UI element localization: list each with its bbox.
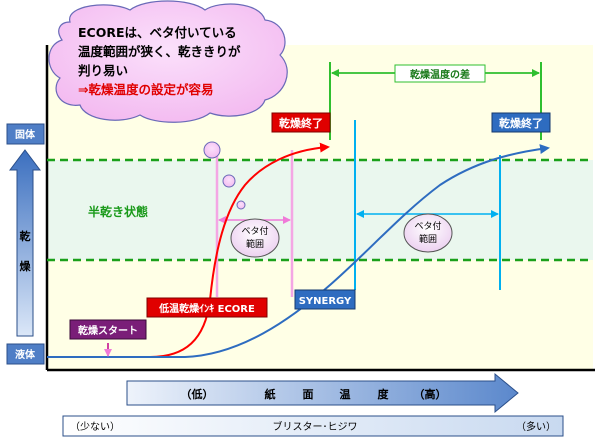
- drying-end-blue-box: [491, 112, 551, 133]
- drying-end-blue-label: 乾燥終了: [499, 116, 543, 130]
- ecore-label-box: [146, 297, 268, 318]
- semi-dry-band: [47, 160, 593, 260]
- bubble-dot-3: [236, 200, 246, 210]
- blister-scale-bar: [62, 415, 564, 437]
- bubble-dot-1: [203, 141, 221, 159]
- synergy-label: SYNERGY: [299, 296, 352, 307]
- sticky-range-left-line2: 範囲: [246, 238, 264, 250]
- thought-bubble: ECOREは、ベタ付いている 温度範囲が狭く、乾ききりが 判り易い ⇒乾燥温度の…: [48, 0, 288, 210]
- blister-less-label: （少ない）: [70, 421, 120, 433]
- temp-high-label: （高）: [414, 387, 447, 401]
- dryness-label-2: 燥: [20, 259, 32, 273]
- drying-start-box: [69, 319, 147, 340]
- temp-char-1: 紙: [265, 387, 276, 401]
- sticky-range-right-line2: 範囲: [419, 233, 437, 245]
- blister-center-label: ブリスター･ヒジワ: [273, 420, 358, 433]
- synergy-label-box: [294, 289, 356, 310]
- bubble-line-2: 温度範囲が狭く、乾ききりが: [78, 44, 241, 59]
- temp-low-label: （低）: [181, 387, 214, 401]
- drying-end-red-label: 乾燥終了: [279, 116, 323, 130]
- paper-temperature-arrow: [126, 372, 519, 414]
- blister-more-label: （多い）: [516, 420, 556, 433]
- liquid-label-box: [6, 343, 45, 365]
- sticky-range-right-line1: ベタ付: [414, 221, 441, 232]
- bubble-dot-2: [222, 174, 236, 188]
- semi-dry-label: 半乾き状態: [88, 204, 148, 219]
- sticky-range-left-oval: [230, 218, 280, 258]
- dryness-arrow: [9, 149, 41, 337]
- temp-diff-box: [394, 64, 486, 83]
- bubble-line-4: ⇒乾燥温度の設定が容易: [78, 82, 213, 97]
- temp-diff-label: 乾燥温度の差: [410, 68, 470, 81]
- temp-char-2: 面: [303, 388, 314, 401]
- temp-char-4: 度: [378, 387, 390, 401]
- sticky-range-left-line1: ベタ付: [241, 226, 268, 237]
- sticky-range-right-oval: [403, 213, 453, 253]
- synergy-curve: [47, 144, 550, 358]
- bubble-line-3: 判り易い: [78, 63, 128, 78]
- solid-label-box: [6, 123, 45, 145]
- solid-label: 固体: [15, 128, 36, 141]
- bubble-line-1: ECOREは、ベタ付いている: [78, 25, 237, 40]
- ecore-curve: [47, 142, 330, 358]
- dryness-label-1: 乾: [20, 229, 31, 243]
- drying-start-label: 乾燥スタート: [78, 324, 138, 337]
- temp-char-3: 温: [340, 387, 351, 401]
- liquid-label: 液体: [15, 348, 36, 361]
- ecore-label: 低温乾燥ｲﾝｷ ECORE: [158, 302, 255, 315]
- drying-end-red-box: [271, 112, 331, 133]
